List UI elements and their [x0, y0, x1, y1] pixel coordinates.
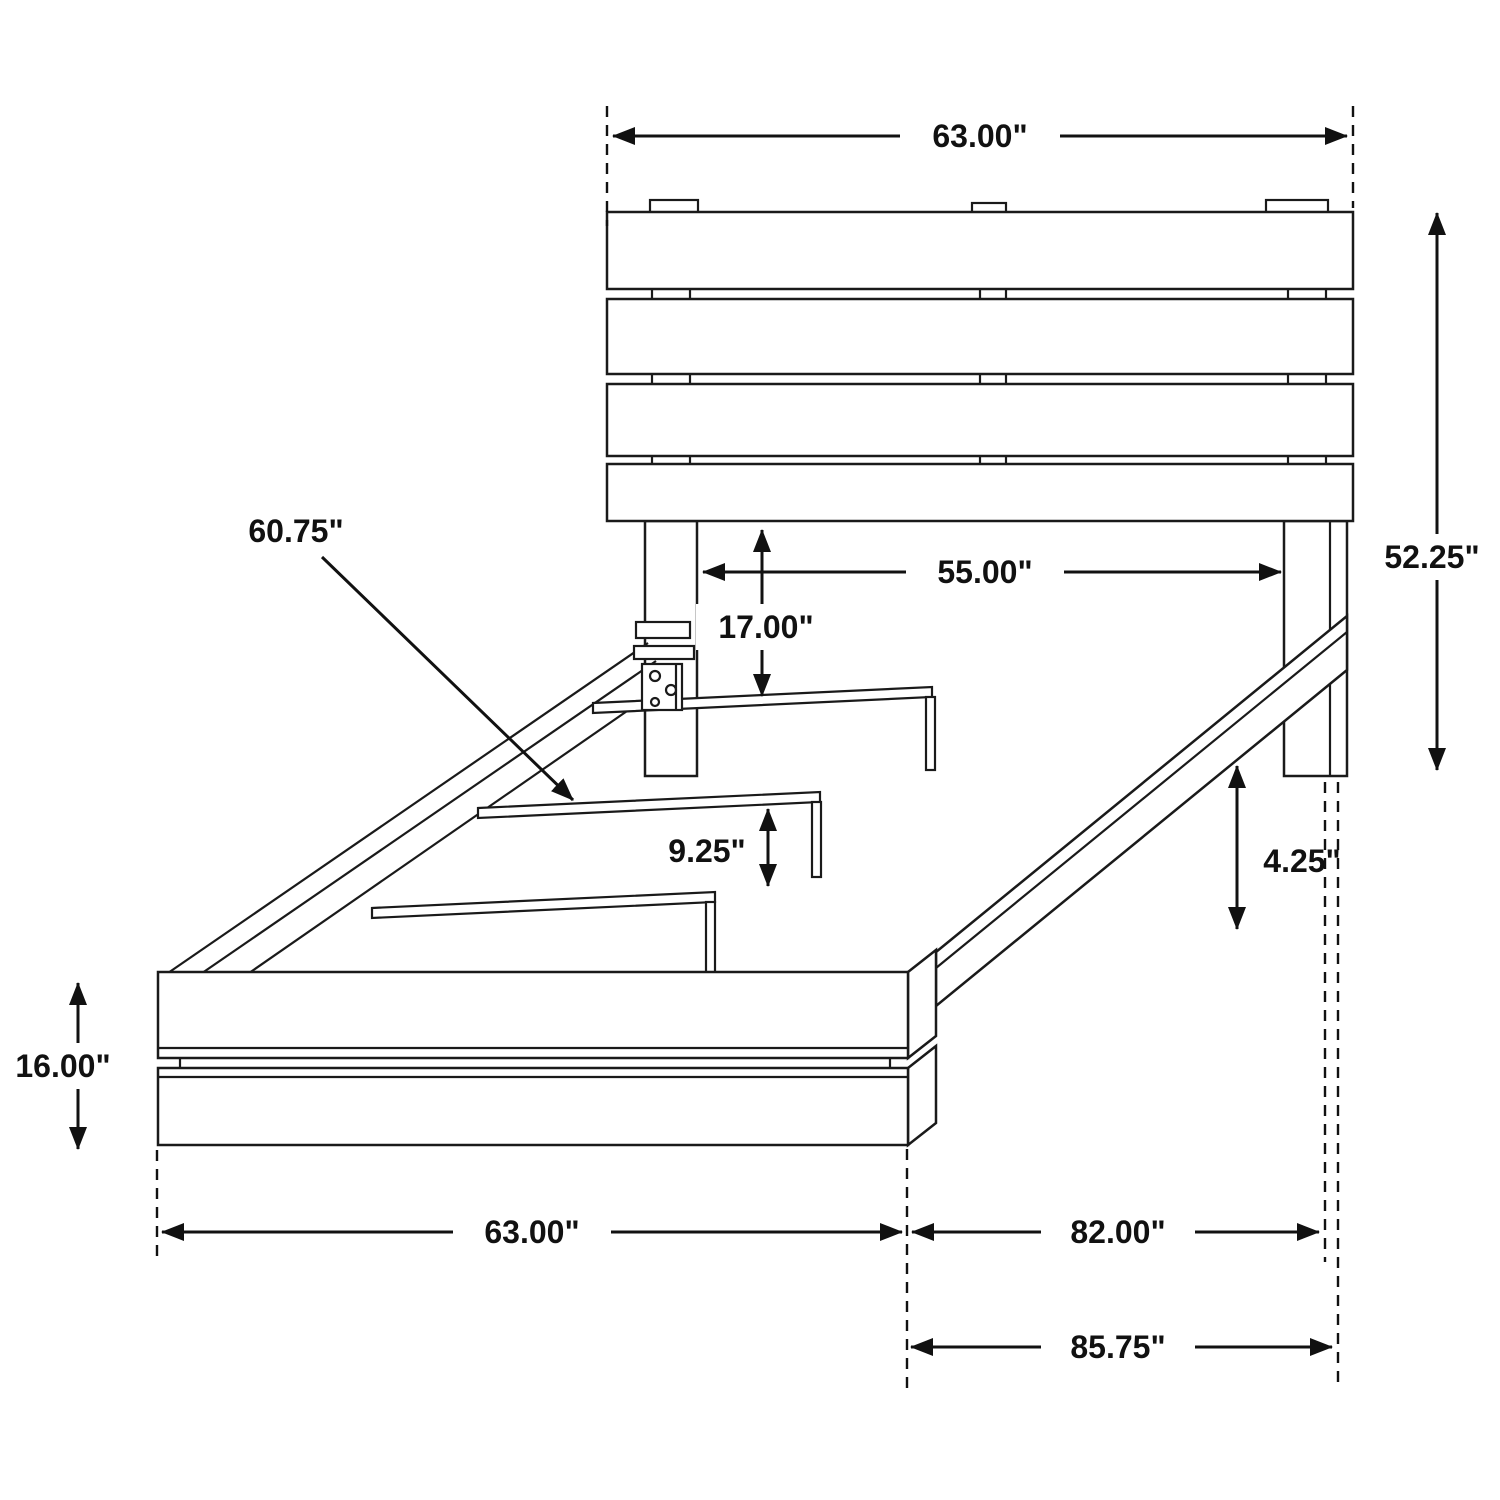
dim-overall-height: 52.25": [1372, 212, 1492, 771]
dim-rail-height-label: 4.25": [1263, 843, 1340, 879]
dim-rail-height: 4.25": [1228, 765, 1358, 930]
dim-rail-length-label: 82.00": [1070, 1214, 1165, 1250]
dim-headboard-width-label: 63.00": [932, 118, 1027, 154]
dim-overall-length-label: 85.75": [1070, 1329, 1165, 1365]
dim-leg-height: 17.00": [696, 529, 836, 697]
dim-overall-height-label: 52.25": [1384, 539, 1479, 575]
dim-slat-length-label: 60.75": [248, 513, 343, 549]
dim-slat-length: 60.75": [248, 513, 575, 802]
dim-footboard-width-label: 63.00": [484, 1214, 579, 1250]
slat-support-2: [476, 790, 823, 879]
headboard: [605, 198, 1355, 523]
dim-headboard-width: 63.00": [605, 106, 1355, 226]
dim-inner-width: 55.00": [702, 549, 1282, 595]
dim-rail-length: 82.00": [911, 782, 1327, 1262]
slat-support-3: [370, 890, 717, 978]
dim-slat-support-height: 9.25": [668, 808, 777, 887]
footboard: [156, 947, 938, 1148]
headboard-slat-3: [605, 382, 1355, 458]
headboard-slat-1: [605, 210, 1355, 291]
headboard-back-cleats: [650, 289, 1328, 464]
footboard-plank-top: [156, 947, 938, 1061]
headboard-slat-4: [605, 462, 1355, 523]
dim-overall-length: 85.75": [910, 782, 1340, 1390]
side-rail-left: [167, 642, 667, 1015]
side-rail-right: [934, 613, 1349, 1009]
headboard-slat-2: [605, 297, 1355, 376]
footboard-plank-bottom: [156, 1043, 938, 1148]
dim-inner-width-label: 55.00": [937, 554, 1032, 590]
dim-footboard-width: 63.00": [155, 1149, 909, 1390]
dim-slat-length-leader: [320, 555, 575, 802]
dim-footboard-height-label: 16.00": [15, 1048, 110, 1084]
headboard-top-tabs: [648, 198, 1330, 215]
dim-slat-support-height-label: 9.25": [668, 833, 745, 869]
dim-leg-height-label: 17.00": [718, 609, 813, 645]
mounting-bracket: [632, 620, 696, 712]
dim-footboard-height: 16.00": [5, 982, 123, 1150]
